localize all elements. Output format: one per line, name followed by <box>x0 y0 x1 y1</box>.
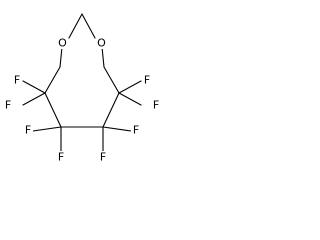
atom-fluorine-left-lower-2: F <box>58 151 64 164</box>
bond-cf2-cf2-left <box>44 92 62 128</box>
atom-fluorine-right-upper-1: F <box>144 74 150 87</box>
atom-fluorine-left-upper-2: F <box>5 99 11 112</box>
atom-oxygen-left: O <box>58 37 67 50</box>
bond-cf-left-upper-1 <box>22 80 46 94</box>
molecule-structure-diagram: O O F F F F F F F F <box>3 13 161 164</box>
bond-cf-right-upper-2 <box>118 92 142 106</box>
fluorine-bonds <box>22 80 142 152</box>
atom-fluorine-left-upper-1: F <box>14 74 20 87</box>
atom-labels: O O F F F F F F F F <box>3 36 161 164</box>
bond-ch2-o-right <box>81 13 96 39</box>
atom-oxygen-right: O <box>97 37 106 50</box>
bond-cf-left-lower-1 <box>32 126 62 132</box>
bond-ch2-o-left <box>68 13 83 39</box>
bond-ch2-cf2-right <box>103 66 120 94</box>
bond-cf2-cf2-right <box>102 92 120 128</box>
atom-fluorine-right-lower-2: F <box>100 151 106 164</box>
atom-fluorine-right-lower-1: F <box>133 124 139 137</box>
atom-fluorine-right-upper-2: F <box>153 99 159 112</box>
ring-bonds <box>44 13 120 128</box>
bond-ch2-cf2-left <box>44 66 61 94</box>
atom-fluorine-left-lower-1: F <box>25 124 31 137</box>
bond-o-left-ch2 <box>59 46 63 68</box>
bond-cf-right-lower-1 <box>102 126 132 132</box>
bond-cf-right-upper-1 <box>118 80 142 94</box>
bond-cf-left-upper-2 <box>22 92 46 106</box>
bond-o-right-ch2 <box>101 46 105 68</box>
